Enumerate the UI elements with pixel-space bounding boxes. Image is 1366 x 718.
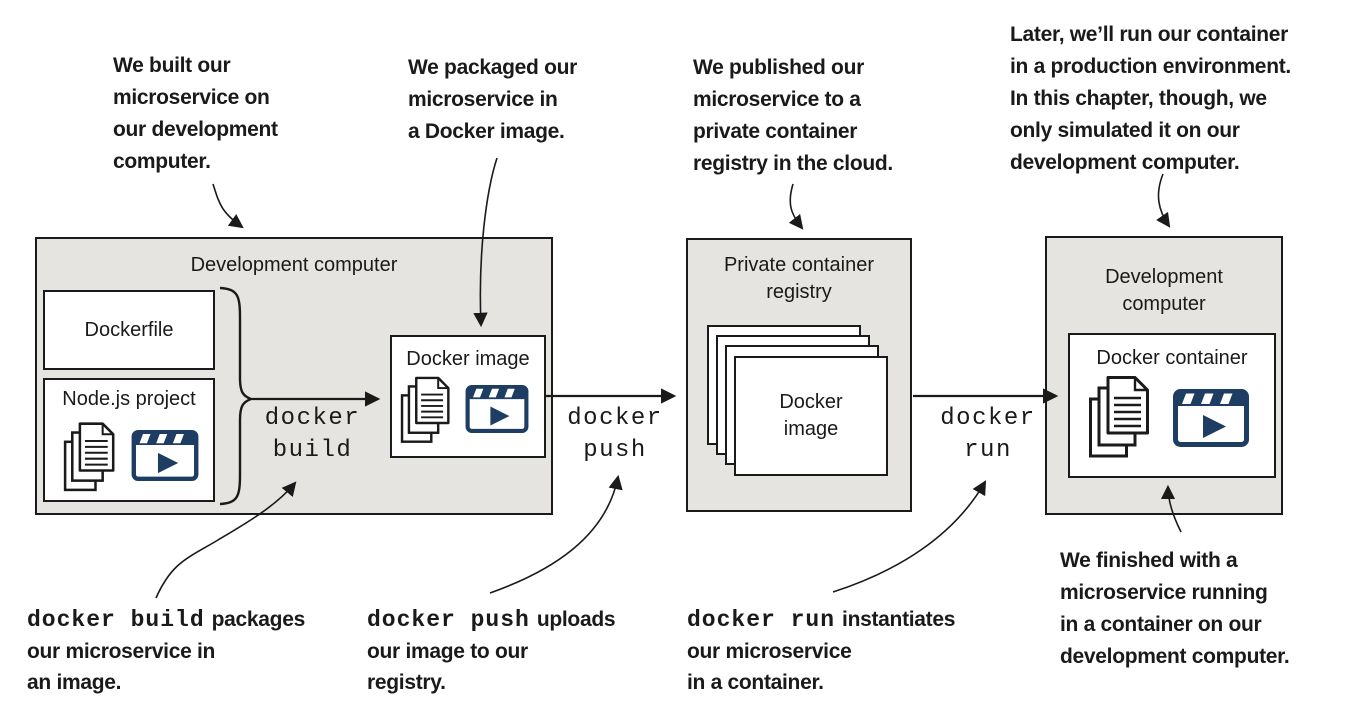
- video-clapperboard-icon: [131, 430, 199, 481]
- annotation-line: a Docker image.: [408, 120, 565, 143]
- annotation-text: packages: [211, 608, 306, 631]
- nodejs-project-label: Node.js project: [62, 388, 196, 410]
- annotation-text: instantiates: [842, 608, 956, 631]
- annotation-line: development computer.: [1010, 151, 1240, 174]
- registry-card-line: image: [783, 418, 839, 440]
- dev-computer-right-title-line: Development: [1105, 266, 1223, 288]
- annotation-line: microservice to a: [693, 88, 861, 111]
- annotation-published: We published our microservice to a priva…: [693, 52, 893, 180]
- docker-container-label: Docker container: [1096, 347, 1248, 369]
- annotation-line: only simulated it on our: [1010, 119, 1240, 142]
- annotation-line: computer.: [113, 150, 211, 173]
- annotation-line: We built our: [113, 54, 231, 77]
- annotation-line: microservice in: [408, 88, 558, 111]
- docker-image-label: Docker image: [406, 348, 530, 370]
- annotation-docker-push: docker push uploads our image to our regi…: [367, 604, 616, 698]
- docker-build-label: docker build: [255, 403, 370, 467]
- annotation-line: private container: [693, 120, 858, 143]
- dev-computer-left-title: Development computer: [190, 254, 398, 276]
- annotation-line: Later, we’ll run our container: [1010, 23, 1289, 46]
- video-clapperboard-icon: [1172, 389, 1250, 447]
- annotation-line: development computer.: [1060, 645, 1290, 668]
- video-clapperboard-icon: [465, 385, 529, 433]
- code-docker-run: docker run: [687, 607, 836, 633]
- registry-title: Private container registry: [688, 240, 910, 306]
- pointer-published: [788, 183, 804, 230]
- annotation-line: docker run instantiates: [687, 604, 955, 636]
- annotation-line: microservice on: [113, 86, 270, 109]
- registry-card-line: Docker: [779, 391, 843, 413]
- annotation-line: our microservice in: [27, 640, 216, 663]
- annotation-line: in a container on our: [1060, 613, 1262, 636]
- annotation-built: We built our microservice on our develop…: [113, 50, 278, 178]
- annotation-packaged: We packaged our microservice in a Docker…: [408, 52, 577, 148]
- registry-title-line: registry: [766, 281, 832, 303]
- docker-push-label: docker push: [557, 403, 673, 467]
- documents-icon: [63, 416, 117, 498]
- dev-computer-right-title-line: computer: [1122, 293, 1206, 315]
- annotation-line: our image to our: [367, 640, 528, 663]
- dockerfile-label: Dockerfile: [84, 318, 174, 341]
- annotation-text: uploads: [536, 608, 616, 631]
- command-line: docker: [264, 405, 361, 432]
- annotation-later-run: Later, we’ll run our container in a prod…: [1010, 19, 1291, 179]
- command-line: run: [964, 437, 1012, 464]
- command-line: docker: [567, 405, 663, 432]
- command-line: build: [272, 437, 353, 464]
- documents-icon: [1088, 374, 1152, 460]
- dev-computer-right-title: Development computer: [1047, 238, 1281, 318]
- annotation-line: an image.: [27, 671, 122, 694]
- registry-title-line: Private container: [723, 254, 875, 276]
- annotation-line: registry.: [367, 671, 446, 694]
- annotation-finished: We finished with a microservice running …: [1060, 545, 1290, 673]
- code-docker-build: docker build: [27, 607, 205, 633]
- registry-card-front: Docker image: [734, 356, 888, 476]
- documents-icon: [400, 371, 452, 449]
- annotation-line: our development: [113, 118, 278, 141]
- pointer-later-run: [1156, 173, 1171, 228]
- command-line: push: [583, 437, 647, 464]
- annotation-line: our microservice: [687, 640, 852, 663]
- annotation-line: in a container.: [687, 671, 824, 694]
- pointer-built: [212, 183, 244, 229]
- annotation-line: In this chapter, though, we: [1010, 87, 1267, 110]
- annotation-docker-build: docker build packages our microservice in…: [27, 604, 305, 698]
- annotation-line: microservice running: [1060, 581, 1268, 604]
- code-docker-push: docker push: [367, 607, 530, 633]
- annotation-line: docker build packages: [27, 604, 305, 636]
- docker-run-label: docker run: [930, 403, 1046, 467]
- annotation-line: registry in the cloud.: [693, 152, 893, 175]
- command-line: docker: [940, 405, 1036, 432]
- annotation-line: in a production environment.: [1010, 55, 1291, 78]
- annotation-line: docker push uploads: [367, 604, 616, 636]
- annotation-line: We published our: [693, 56, 864, 79]
- dockerfile-box: Dockerfile: [43, 290, 215, 370]
- annotation-line: We finished with a: [1060, 549, 1238, 572]
- annotation-line: We packaged our: [408, 56, 577, 79]
